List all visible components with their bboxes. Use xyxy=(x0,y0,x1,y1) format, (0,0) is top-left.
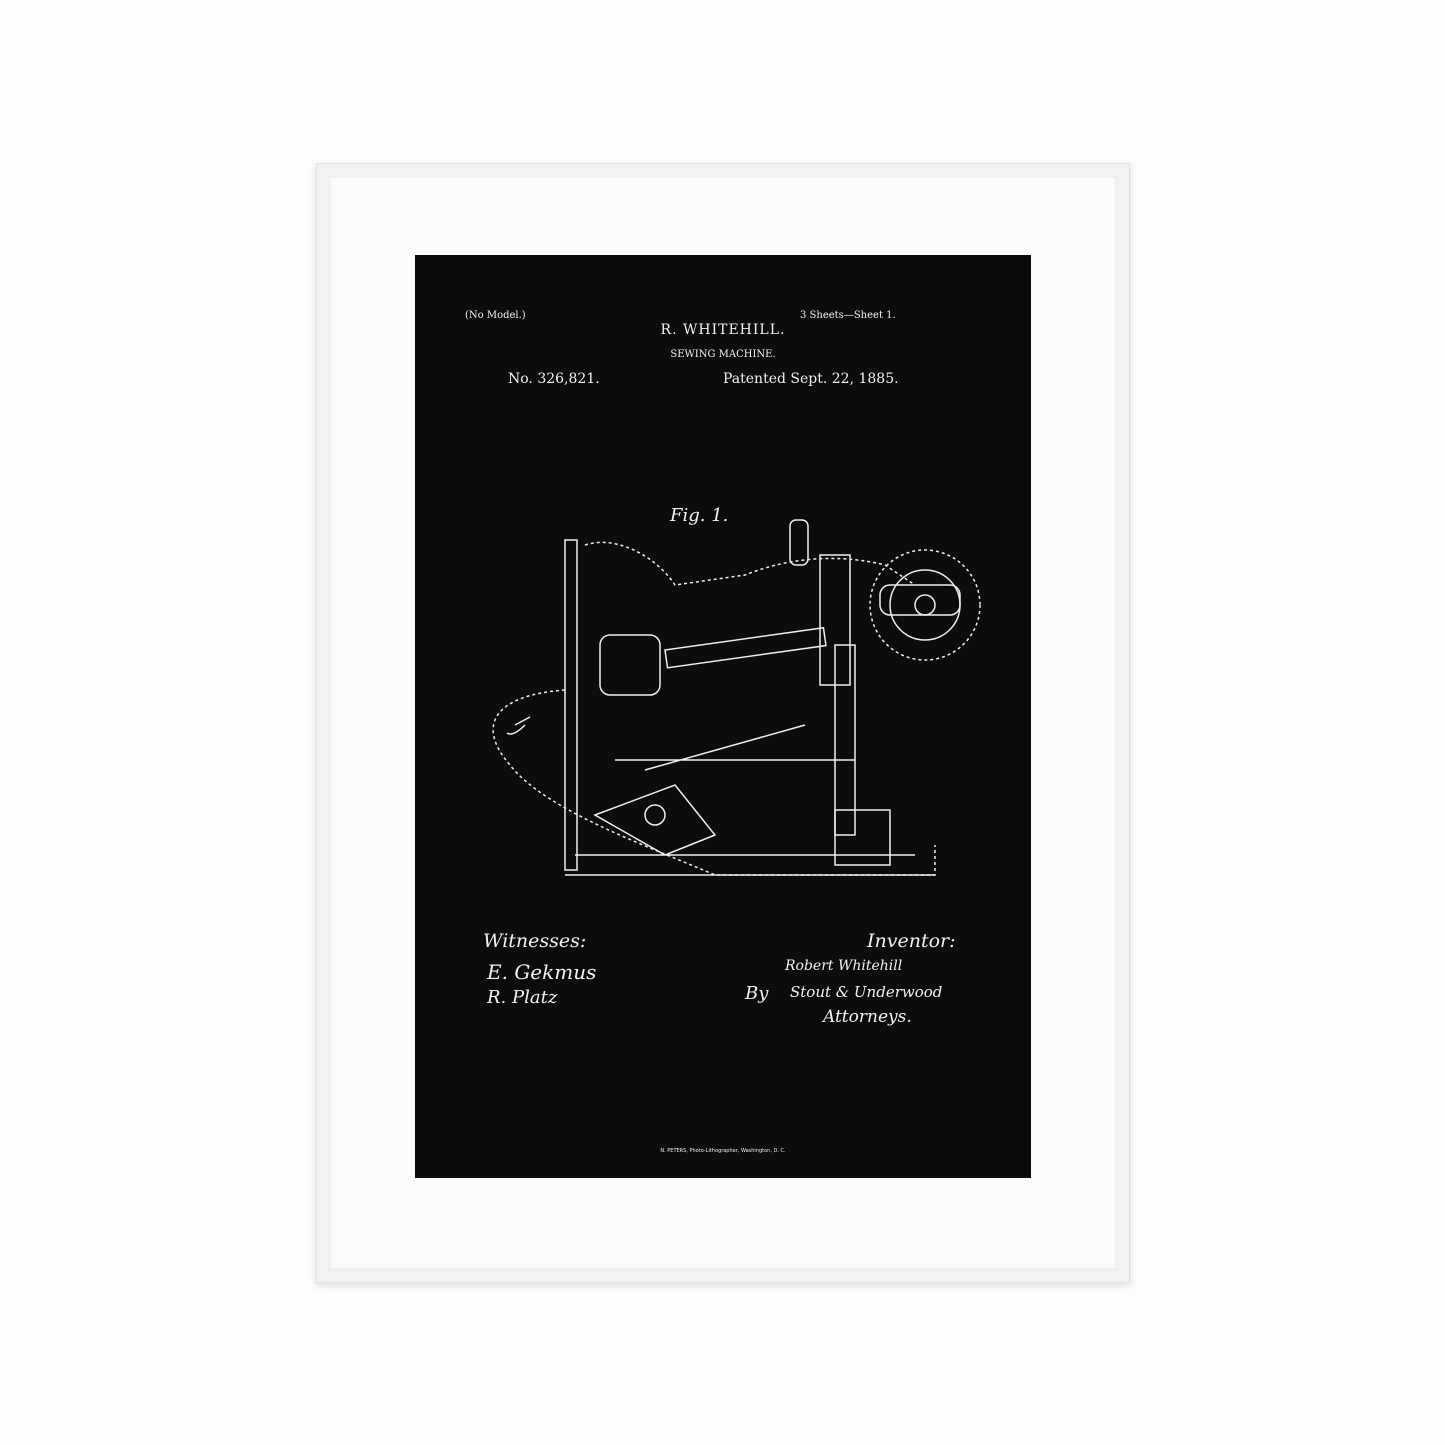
witness-2-signature: R. Platz xyxy=(487,987,558,1008)
sewing-machine-drawing xyxy=(492,519,981,876)
patent-title: SEWING MACHINE. xyxy=(670,349,776,360)
by-label: By xyxy=(745,983,769,1004)
inventor-heading: R. WHITEHILL. xyxy=(660,322,786,338)
patent-print: (No Model.) 3 Sheets—Sheet 1. R. WHITEHI… xyxy=(415,255,1031,1178)
sheets-label: 3 Sheets—Sheet 1. xyxy=(800,310,896,321)
inventor-signature: Robert Whitehill xyxy=(785,958,903,974)
upper-shaft xyxy=(664,626,827,669)
machine-base-outline xyxy=(492,689,936,876)
witness-1-signature: E. Gekmus xyxy=(487,960,597,984)
hand-wheel xyxy=(869,549,981,661)
no-model-label: (No Model.) xyxy=(465,310,526,321)
attorneys-signature: Stout & Underwood xyxy=(790,983,943,1001)
witnesses-label: Witnesses: xyxy=(483,930,587,952)
patent-date: Patented Sept. 22, 1885. xyxy=(723,371,899,387)
attorneys-label: Attorneys. xyxy=(823,1007,912,1027)
figure-label: Fig. 1. xyxy=(670,505,729,526)
lithographer-footer: N. PETERS, Photo-Lithographer, Washingto… xyxy=(660,1148,786,1154)
arm-outline xyxy=(584,541,916,586)
patent-number: No. 326,821. xyxy=(508,371,600,387)
inventor-label: Inventor: xyxy=(867,930,956,952)
